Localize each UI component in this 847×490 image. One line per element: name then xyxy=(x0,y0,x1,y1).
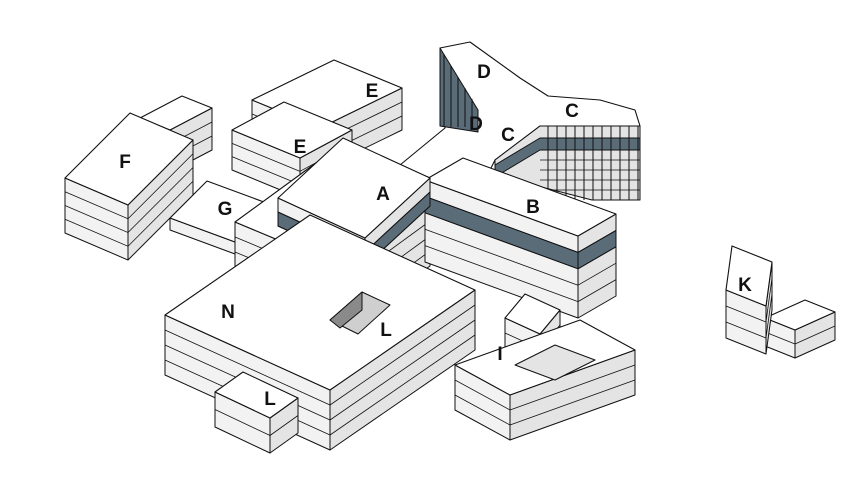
building-b-roof xyxy=(424,157,617,237)
building-k-roof xyxy=(725,245,773,307)
building-b-floor-line xyxy=(577,262,617,286)
building-f-floor-line xyxy=(64,205,129,233)
building-l-small-floor-line xyxy=(214,409,271,436)
label-building-c-lower: C xyxy=(501,125,515,146)
building-f-floor-line xyxy=(64,191,129,220)
building-b-floor-line xyxy=(577,230,617,253)
label-building-n: N xyxy=(221,302,235,323)
building-n-roof xyxy=(164,214,476,391)
label-building-g: G xyxy=(218,199,233,220)
building-i-floor-line xyxy=(509,379,636,426)
label-building-c: C xyxy=(565,101,579,122)
building-f-floor-line xyxy=(127,153,194,220)
building-n-floor-line xyxy=(164,329,331,406)
building-b-floor-line xyxy=(424,228,579,286)
building-e-front-floor-line xyxy=(231,156,301,186)
building-k-floor-line xyxy=(765,293,773,339)
building-n-floor-line xyxy=(329,304,476,406)
building-b-floor-line xyxy=(577,246,617,270)
building-l-atrium-wall xyxy=(329,291,363,329)
building-f-roof xyxy=(64,112,194,206)
building-i-floor-line xyxy=(509,364,636,411)
label-building-i: I xyxy=(497,344,502,365)
label-building-b: B xyxy=(526,197,540,218)
label-building-l-small: L xyxy=(264,389,276,410)
building-e-front-roof xyxy=(231,101,353,159)
building-k-wing-floor-line xyxy=(794,325,836,345)
building-i-floor-line xyxy=(454,394,511,426)
label-building-e: E xyxy=(366,81,379,102)
building-l-small-roof xyxy=(214,371,299,419)
building-e-front-floor-line xyxy=(231,142,301,172)
building-f-floor-line xyxy=(64,218,129,247)
label-building-d-lower: D xyxy=(469,114,483,135)
label-building-k: K xyxy=(738,275,752,296)
building-f-floor-line xyxy=(127,167,194,233)
building-i-courtyard xyxy=(514,344,596,381)
label-building-a: A xyxy=(376,184,390,205)
building-k-floor-line xyxy=(725,321,767,339)
building-b-floor-line xyxy=(577,279,617,302)
building-n-floor-line xyxy=(329,319,476,421)
building-k-floor-line xyxy=(725,305,767,323)
building-i-floor-line xyxy=(454,379,511,411)
building-a-roof xyxy=(277,137,431,239)
building-k-floor-line xyxy=(765,277,773,323)
building-b-floor-line xyxy=(424,196,579,253)
label-building-e-front: E xyxy=(294,137,307,158)
building-b-floor-line xyxy=(424,245,579,302)
building-l-small-floor-line xyxy=(269,415,299,436)
label-building-l: L xyxy=(380,320,392,341)
building-i-arm-roof xyxy=(504,293,561,335)
building-b-floor-line xyxy=(424,212,579,270)
building-n-floor-line xyxy=(329,334,476,436)
building-masses xyxy=(64,41,836,454)
label-building-d: D xyxy=(477,62,491,83)
building-a-floor-line xyxy=(364,191,431,253)
building-labels: D D C C E E A B F G N L L I K xyxy=(119,62,752,410)
building-f-floor-line xyxy=(127,180,194,247)
building-k-wing-floor-line xyxy=(764,331,796,345)
building-k-wing-roof xyxy=(764,299,836,331)
label-building-f: F xyxy=(119,152,131,173)
